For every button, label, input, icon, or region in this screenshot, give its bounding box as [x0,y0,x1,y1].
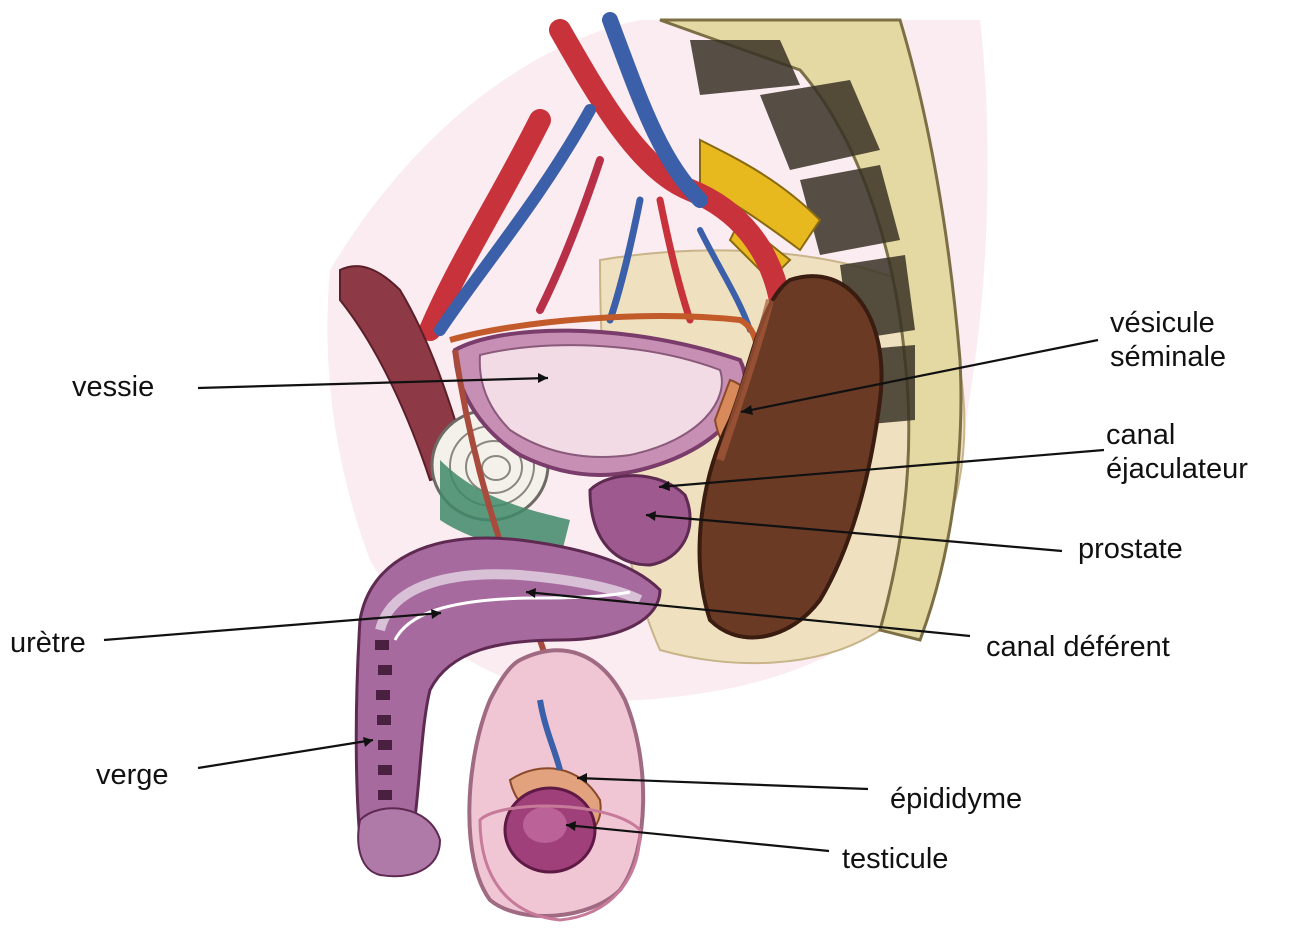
label-vesicule-line1: vésicule [1110,306,1226,340]
leader-verge [198,740,373,768]
label-uretre: urètre [10,626,86,660]
label-canal-deferent: canal déférent [986,630,1170,664]
label-vesicule-line2: séminale [1110,340,1226,374]
glans [358,808,440,876]
label-prostate: prostate [1078,532,1183,566]
label-canal-ejaculateur: canal éjaculateur [1106,418,1248,486]
label-testicule: testicule [842,842,948,876]
label-verge: verge [96,758,169,792]
label-canal-ejac-line1: canal [1106,418,1248,452]
label-vesicule-seminale: vésicule séminale [1110,306,1226,374]
label-epididyme: épididyme [890,782,1022,816]
label-canal-ejac-line2: éjaculateur [1106,452,1248,486]
testis-highlight [523,807,567,843]
label-vessie: vessie [72,370,154,404]
